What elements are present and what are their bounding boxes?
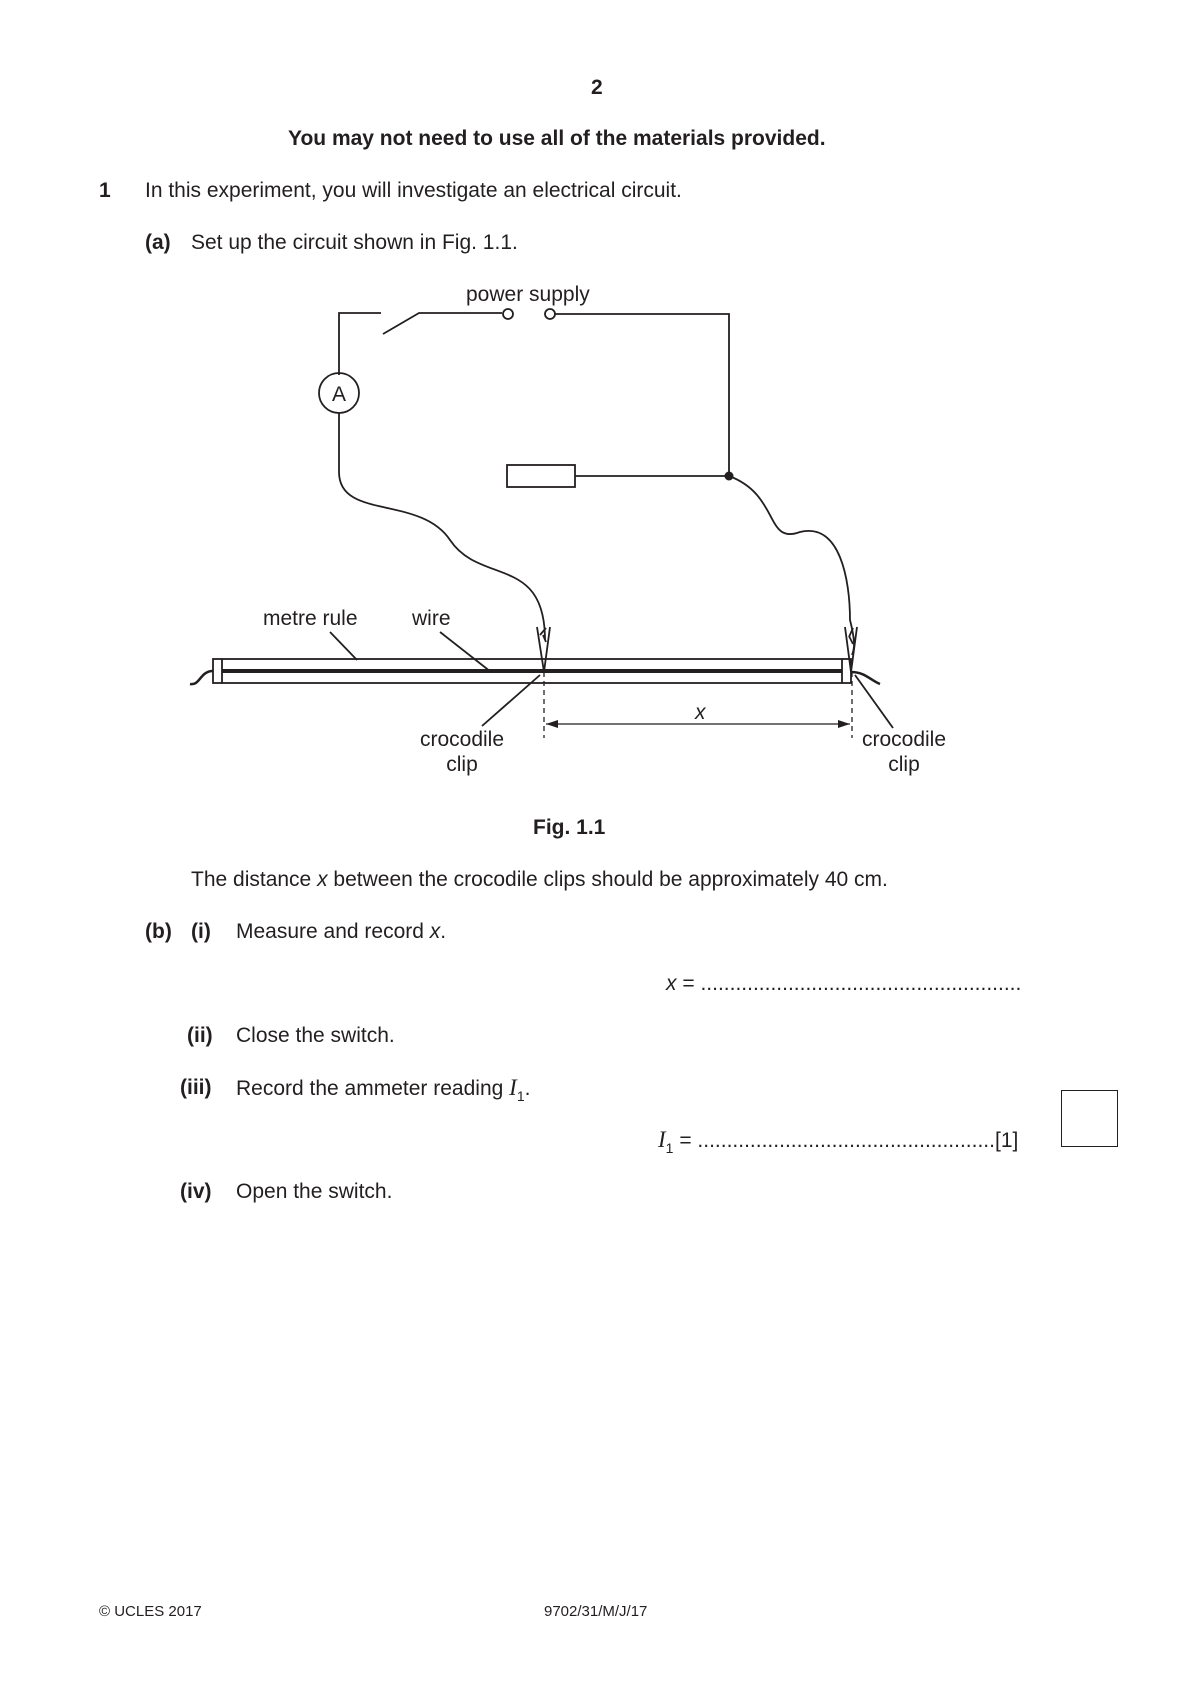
distance-note-var: x: [317, 868, 328, 891]
part-b-iv-text: Open the switch.: [236, 1180, 393, 1203]
clip-right-label-1: crocodile: [862, 728, 946, 751]
wire-label: wire: [411, 607, 451, 630]
clip-left-label-1: crocodile: [420, 728, 504, 751]
wire-right-top: [555, 313, 730, 476]
examiner-mark-box: [1061, 1090, 1118, 1147]
crocodile-clip-left: [536, 626, 551, 673]
power-supply-label: power supply: [466, 283, 590, 306]
crocodile-clip-right: [844, 626, 858, 673]
part-b-i-var: x: [429, 920, 441, 943]
part-b-iii-sub: 1: [516, 1088, 525, 1104]
junction-dot: [724, 471, 734, 481]
part-b-iii-text: Record the ammeter reading I1.: [236, 1075, 531, 1105]
distance-label: x: [694, 701, 707, 724]
answer-line-x[interactable]: x = ....................................…: [666, 972, 1021, 996]
part-b-iii-label: (iii): [180, 1076, 212, 1099]
ammeter-label: A: [332, 383, 346, 406]
answer-i1-marks: [1]: [994, 1129, 1019, 1152]
clip-left-label-2: clip: [446, 753, 478, 776]
part-b-i-text-main: Measure and record: [236, 920, 430, 943]
answer-x-dots: ........................................…: [700, 972, 1022, 995]
page-number: 2: [591, 76, 603, 99]
footer-code: 9702/31/M/J/17: [544, 1603, 648, 1620]
question-intro: In this experiment, you will investigate…: [145, 179, 682, 202]
answer-i1-eq: =: [679, 1129, 692, 1152]
part-a-text: Set up the circuit shown in Fig. 1.1.: [191, 231, 518, 254]
resistor: [506, 464, 576, 488]
wire-left-vertical: [338, 312, 381, 375]
answer-line-i1[interactable]: I1 = ...................................…: [658, 1127, 1019, 1157]
part-a-label: (a): [145, 231, 171, 254]
part-b-i-label: (i): [191, 920, 211, 943]
flying-lead-left: [338, 471, 546, 641]
clip-right-label-2: clip: [888, 753, 920, 776]
wire-leader: [439, 631, 492, 673]
flying-lead-right: [728, 475, 855, 656]
answer-x-eq: =: [682, 972, 695, 995]
answer-i1-sub: 1: [665, 1140, 674, 1156]
header-note: You may not need to use all of the mater…: [288, 127, 826, 150]
answer-x-var: x: [666, 972, 677, 995]
clip-right-leader: [854, 674, 894, 729]
part-b-label: (b): [145, 920, 172, 943]
part-b-iii-tail: .: [524, 1077, 531, 1100]
metre-rule-label: metre rule: [263, 607, 358, 630]
clip-left-leader: [481, 674, 541, 727]
circuit-diagram: power supply A metre rule wire x crocodi…: [189, 283, 946, 776]
part-b-ii-text: Close the switch.: [236, 1024, 395, 1047]
switch: [382, 312, 502, 335]
part-b-ii-label: (ii): [187, 1024, 213, 1047]
distance-note-after: between the crocodile clips should be ap…: [327, 868, 888, 891]
answer-i1-var: I: [658, 1127, 666, 1152]
part-b-i-tail: .: [440, 920, 447, 943]
part-b-i-text: Measure and record x.: [236, 920, 446, 944]
question-number: 1: [99, 179, 111, 202]
distance-note-before: The distance: [191, 868, 318, 891]
part-b-iii-text-main: Record the ammeter reading: [236, 1077, 510, 1100]
terminal-right: [544, 308, 556, 320]
part-b-iii-var: I: [509, 1075, 517, 1100]
footer-copyright: © UCLES 2017: [99, 1603, 202, 1620]
answer-i1-dots: ........................................…: [697, 1129, 995, 1152]
part-b-iv-label: (iv): [180, 1180, 212, 1203]
distance-note: The distance x between the crocodile cli…: [191, 868, 888, 892]
terminal-left: [502, 308, 514, 320]
figure-caption: Fig. 1.1: [533, 816, 606, 839]
metre-rule-leader: [329, 631, 358, 661]
